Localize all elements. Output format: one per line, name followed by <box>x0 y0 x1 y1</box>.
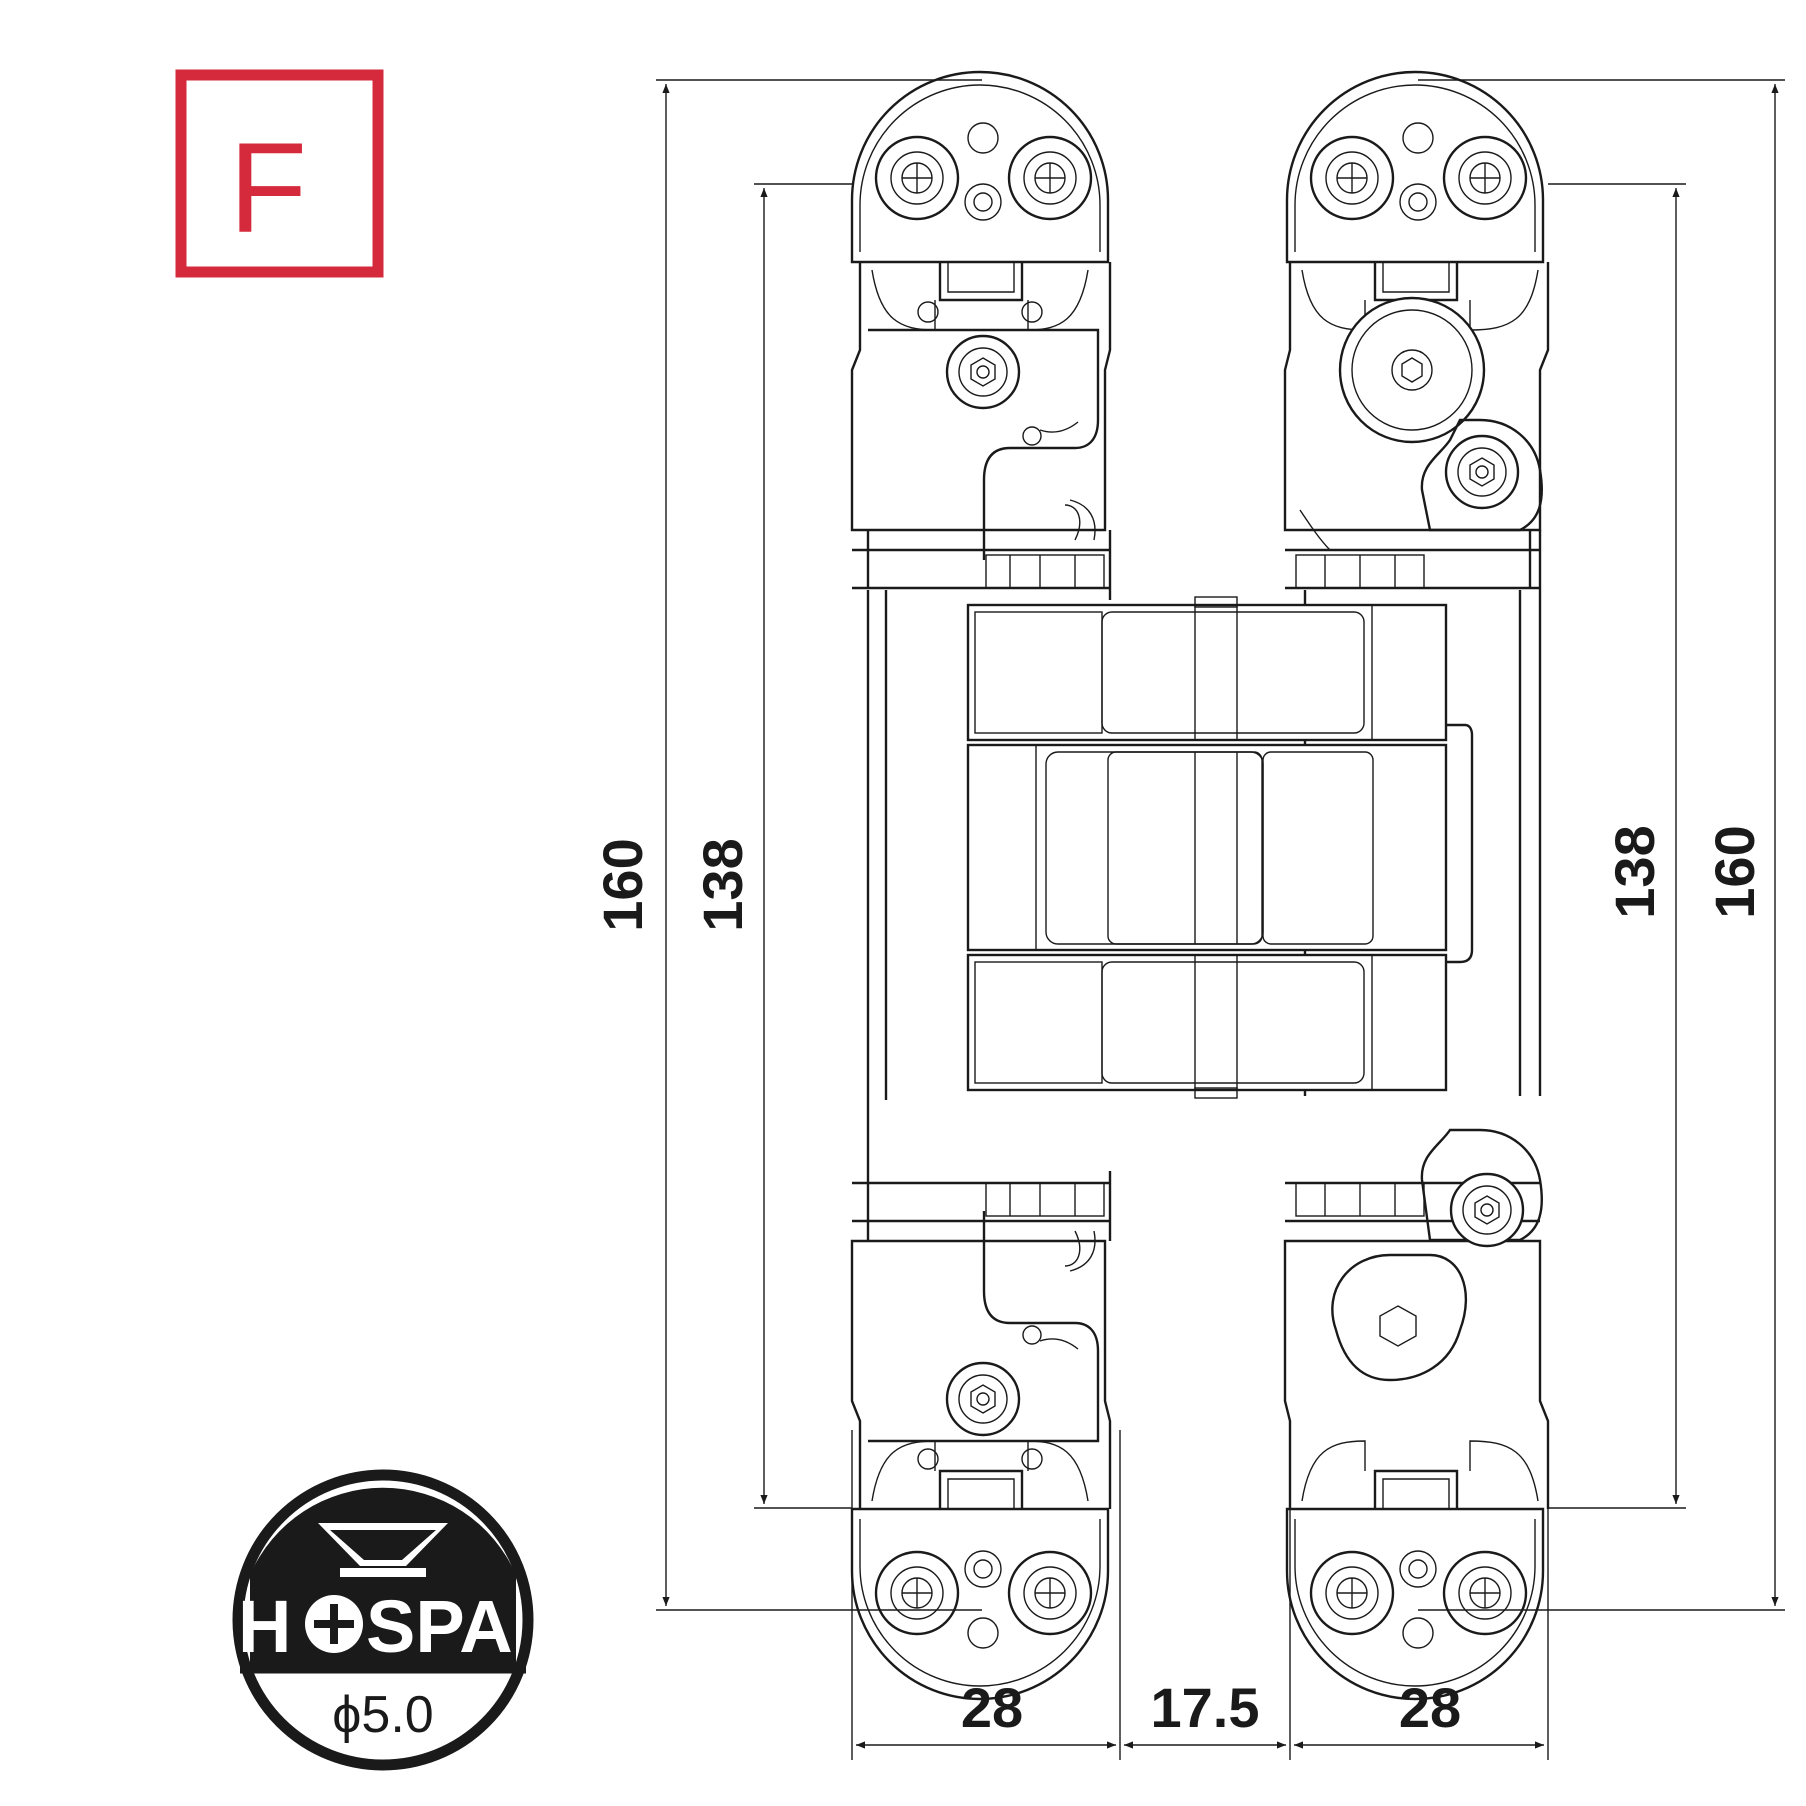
brand-letters-spa: SPA <box>366 1585 513 1668</box>
left-hinge-leaf <box>850 70 1112 1701</box>
dim-left-screw-pitch: 138 <box>691 838 754 931</box>
brand-letter-h: H <box>238 1585 291 1668</box>
dim-right-leaf-width: 28 <box>1399 1676 1461 1739</box>
screw-spec-badge: H SPA ϕ5.0 <box>232 1469 534 1771</box>
dimension-lines <box>656 79 1785 1760</box>
dim-left-overall-height: 160 <box>591 838 654 931</box>
countersunk-screw-icon <box>318 1523 448 1577</box>
phillips-head-icon <box>305 1595 363 1653</box>
dim-right-screw-pitch: 138 <box>1603 825 1666 918</box>
fire-rating-badge: F <box>175 69 384 278</box>
hinge-knuckle-assembly <box>966 596 1474 1099</box>
dim-left-leaf-width: 28 <box>961 1676 1023 1739</box>
fire-rating-letter: F <box>229 117 307 260</box>
dim-right-overall-height: 160 <box>1703 825 1766 918</box>
dim-gap-width: 17.5 <box>1151 1676 1260 1739</box>
screw-diameter-label: ϕ5.0 <box>332 1686 433 1744</box>
